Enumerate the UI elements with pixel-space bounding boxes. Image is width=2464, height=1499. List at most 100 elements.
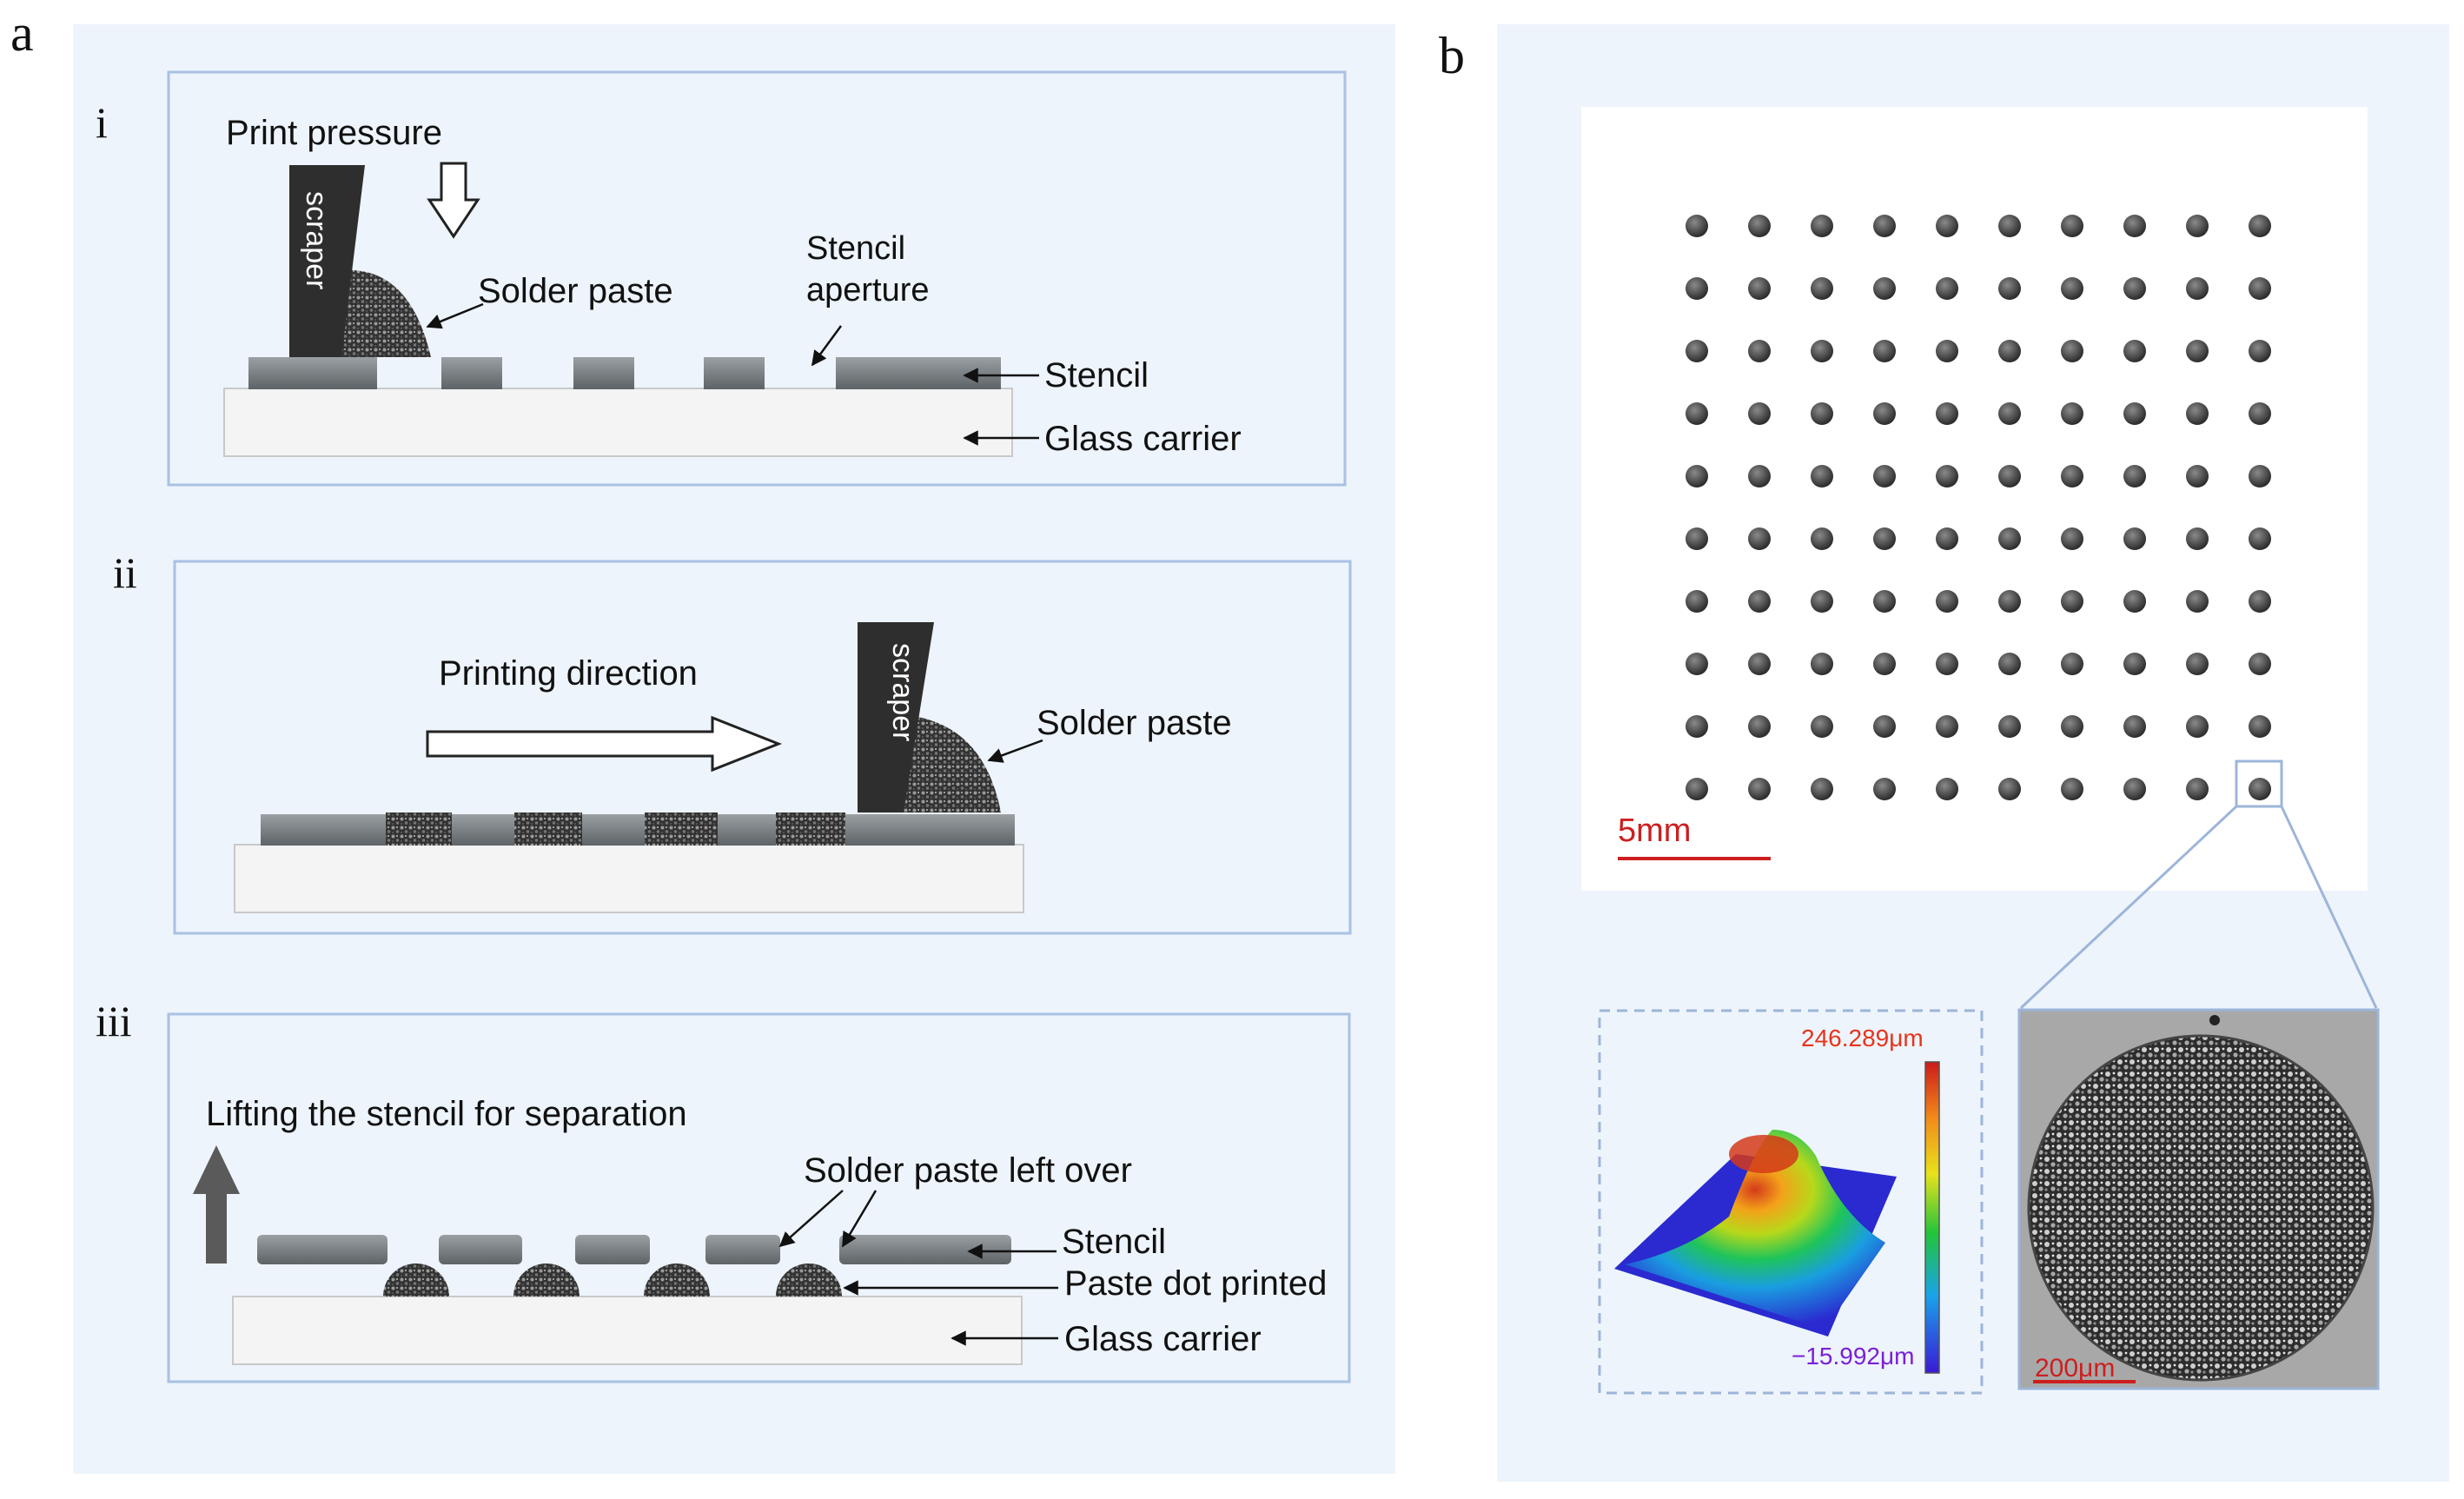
glass-carrier-label: Glass carrier [1064, 1320, 1262, 1358]
solder-paste-mound [335, 269, 431, 357]
stencil-segment [705, 1235, 780, 1264]
stencil-segment [257, 1235, 387, 1264]
array-dot [1686, 340, 1708, 362]
array-dot [2186, 715, 2209, 738]
zoom-connector-line [2280, 806, 2378, 1009]
array-dot [1998, 715, 2021, 738]
profile-peak [1729, 1135, 1798, 1173]
profile-surface [1625, 1130, 1885, 1330]
scraper-label: scraper [886, 643, 919, 741]
array-dot [2186, 402, 2209, 425]
array-dot [1873, 215, 1896, 237]
array-dot [1811, 778, 1833, 800]
scraper [289, 165, 365, 357]
paste-dot [513, 1264, 580, 1297]
array-dot [2123, 653, 2146, 675]
array-dot [2249, 653, 2271, 675]
filled-aperture [776, 813, 845, 846]
scraper [858, 622, 934, 813]
array-dot [1998, 402, 2021, 425]
array-dot [1686, 277, 1708, 300]
left-over-label: Solder paste left over [804, 1151, 1132, 1190]
stencil-segment [573, 357, 634, 389]
array-dot [2186, 215, 2209, 237]
array-dot [1936, 590, 1958, 613]
array-dot [1811, 590, 1833, 613]
array-dot [1936, 215, 1958, 237]
array-dot [1748, 527, 1771, 550]
array-dot [1936, 277, 1958, 300]
right-arrow-icon [426, 715, 783, 773]
array-dot [1936, 778, 1958, 800]
array-dot [1748, 590, 1771, 613]
array-dot [1686, 715, 1708, 738]
array-dot [2249, 527, 2271, 550]
array-dot [1686, 590, 1708, 613]
array-dot [2249, 590, 2271, 613]
micrograph-dot-edge [2027, 1034, 2375, 1382]
paste-dot [644, 1264, 710, 1297]
array-dot [2061, 465, 2083, 488]
array-dot [1811, 277, 1833, 300]
array-dot [1873, 465, 1896, 488]
array-dot [2123, 277, 2146, 300]
scraper-label: scraper [300, 191, 333, 289]
array-dot [1748, 778, 1771, 800]
step-i-numeral: i [96, 98, 108, 147]
panel-label-b: b [1439, 27, 1465, 84]
stencil-aperture-pointer [811, 325, 843, 367]
solder-paste-label: Solder paste [478, 272, 673, 310]
array-dot [2249, 215, 2271, 237]
array-dot [1936, 340, 1958, 362]
array-dot [2061, 715, 2083, 738]
up-arrow-icon [193, 1145, 240, 1264]
array-dot [1998, 277, 2021, 300]
colorbar-max-label: 246.289μm [1801, 1025, 1924, 1051]
array-dot [2186, 277, 2209, 300]
array-dot [1998, 527, 2021, 550]
array-dot [2061, 215, 2083, 237]
stencil-segment [575, 1235, 650, 1264]
panel-label-a: a [10, 4, 34, 62]
array-dot [1873, 715, 1896, 738]
array-dot [2061, 402, 2083, 425]
print-pressure-label: Print pressure [226, 114, 442, 152]
step-ii-numeral: ii [113, 548, 137, 597]
stencil [261, 814, 1015, 846]
array-dot [2186, 778, 2209, 800]
scale-bar-main-label: 5mm [1618, 813, 1691, 849]
solder-paste-label: Solder paste [1037, 704, 1232, 742]
array-dot [1873, 778, 1896, 800]
array-dot [1748, 215, 1771, 237]
array-dot [1936, 527, 1958, 550]
solder-paste-mound [890, 714, 1001, 813]
array-dot [2061, 778, 2083, 800]
array-dot [1811, 215, 1833, 237]
glass-carrier [232, 1296, 1023, 1365]
array-dot [1811, 465, 1833, 488]
glass-carrier-label: Glass carrier [1044, 420, 1242, 458]
array-dot [1873, 402, 1896, 425]
filled-aperture [645, 813, 718, 846]
array-dot [1748, 465, 1771, 488]
paste-dot [383, 1264, 449, 1297]
array-dot [1873, 653, 1896, 675]
array-dot [2186, 590, 2209, 613]
paste-dot [776, 1264, 842, 1297]
step-iii-numeral: iii [96, 997, 132, 1045]
step-iii: iii Lifting the stencil for separation S… [96, 997, 1351, 1383]
array-dot [1873, 277, 1896, 300]
array-dot [2061, 340, 2083, 362]
array-dot [1998, 215, 2021, 237]
array-dot [1936, 715, 1958, 738]
array-dot [1873, 590, 1896, 613]
scale-bar-zoom-label: 200μm [2035, 1354, 2115, 1383]
solder-paste-pointer [426, 302, 484, 329]
array-dot [2123, 215, 2146, 237]
array-dot [1748, 340, 1771, 362]
array-dot [1998, 653, 2021, 675]
array-dot [1811, 402, 1833, 425]
array-dot [1873, 527, 1896, 550]
array-dot [2249, 402, 2271, 425]
